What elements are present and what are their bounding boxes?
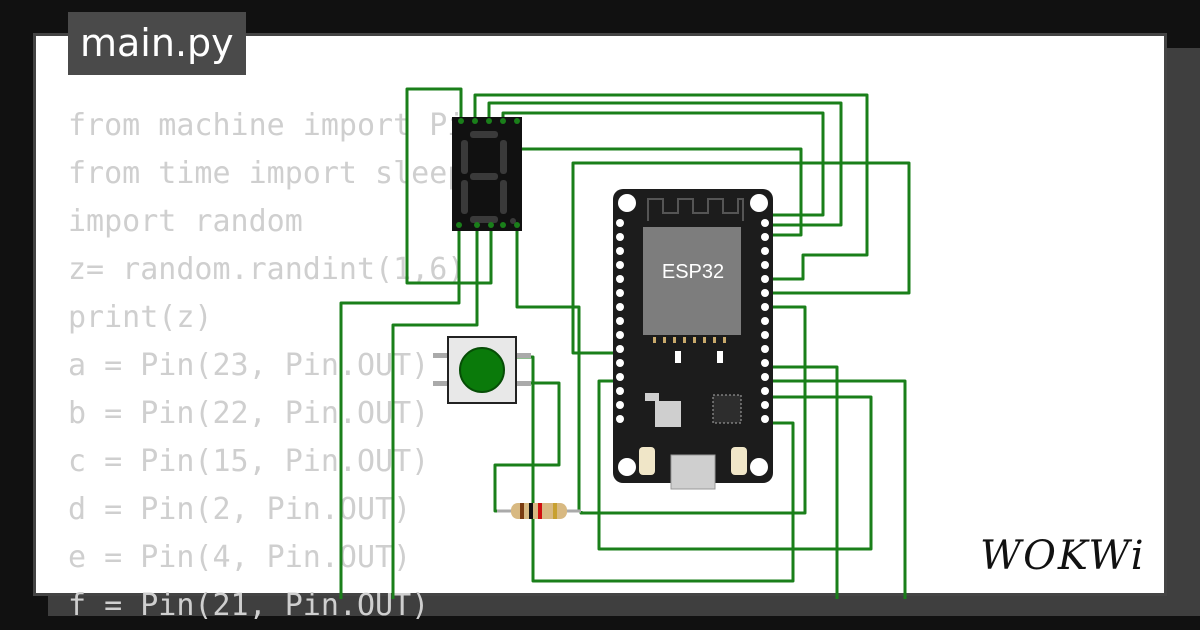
wire <box>765 365 839 599</box>
push-button-icon[interactable] <box>433 336 531 404</box>
wire <box>405 87 493 285</box>
code-line: b = Pin(22, Pin.OUT) <box>68 396 430 431</box>
code-line: print(z) <box>68 300 213 335</box>
usb-port-icon <box>670 454 716 490</box>
wire <box>487 101 843 227</box>
wokwi-logo: WOKWi <box>980 533 1146 579</box>
wire <box>501 111 825 217</box>
wire <box>391 231 479 599</box>
code-line: f = Pin(21, Pin.OUT) <box>68 588 430 623</box>
esp32-board-icon[interactable]: ESP32 <box>613 189 773 483</box>
resistor-icon <box>497 503 581 519</box>
wire <box>571 161 911 355</box>
wire <box>515 231 581 513</box>
code-line: c = Pin(15, Pin.OUT) <box>68 444 430 479</box>
code-line: import random <box>68 204 303 239</box>
code-line: a = Pin(23, Pin.OUT) <box>68 348 430 383</box>
chip-label: ESP32 <box>662 261 724 283</box>
code-line: e = Pin(4, Pin.OUT) <box>68 540 412 575</box>
seven-segment-display-icon[interactable] <box>452 117 522 231</box>
code-line: d = Pin(2, Pin.OUT) <box>68 492 412 527</box>
wire <box>473 93 869 281</box>
file-tab[interactable]: main.py <box>68 12 246 75</box>
wire <box>339 231 461 599</box>
circuit-diagram[interactable]: ESP32 <box>36 36 1170 599</box>
wire <box>765 379 907 599</box>
code-line: from time import sleep <box>68 156 466 191</box>
wire <box>597 379 873 551</box>
